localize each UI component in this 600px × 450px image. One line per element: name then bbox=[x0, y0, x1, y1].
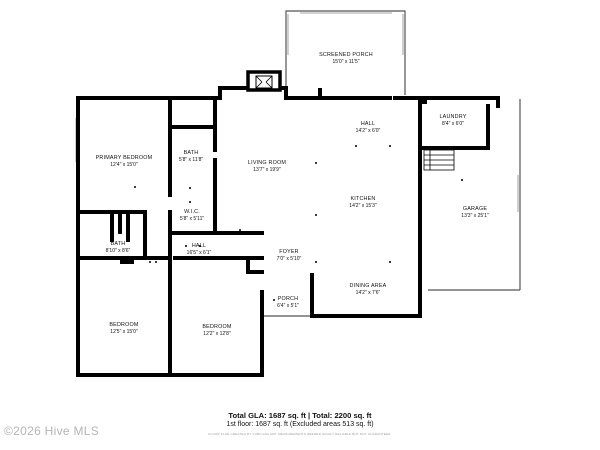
room-label-bath-primary: BATH 5'8" x 11'8" bbox=[179, 150, 203, 163]
window-markers bbox=[75, 12, 519, 376]
plan-credit: FLOOR PLAN CREATED BY CUBICASA APP. MEAS… bbox=[208, 432, 392, 436]
room-label-hall-bed: HALL 16'5" x 6'1" bbox=[187, 243, 212, 256]
room-dimensions: 14'2" x 7'6" bbox=[355, 289, 381, 296]
room-dimensions: 16'5" x 6'1" bbox=[186, 249, 212, 256]
room-dimensions: 7'0" x 5'10" bbox=[276, 255, 302, 262]
room-name: DINING AREA bbox=[349, 283, 387, 289]
room-name: BEDROOM bbox=[109, 322, 139, 328]
room-label-dining-area: DINING AREA 14'2" x 7'6" bbox=[350, 283, 387, 296]
room-name: PORCH bbox=[277, 296, 299, 302]
floor-area-detail: 1st floor: 1687 sq. ft (Excluded areas 5… bbox=[226, 421, 374, 428]
total-area-summary: Total GLA: 1687 sq. ft | Total: 2200 sq.… bbox=[228, 411, 372, 420]
room-label-primary-bedroom: PRIMARY BEDROOM 12'4" x 15'0" bbox=[96, 155, 153, 168]
room-dimensions: 13'3" x 25'1" bbox=[461, 212, 489, 219]
room-label-bedroom-left: BEDROOM 12'5" x 15'0" bbox=[109, 322, 138, 335]
room-name: GARAGE bbox=[462, 206, 488, 212]
room-dimensions: 15'0" x 11'5" bbox=[332, 58, 360, 65]
room-dimensions: 14'2" x 6'0" bbox=[355, 127, 381, 134]
room-name: W.I.C. bbox=[184, 209, 200, 215]
room-name: BEDROOM bbox=[202, 324, 232, 330]
room-label-garage: GARAGE 13'3" x 25'1" bbox=[461, 206, 488, 219]
room-label-living-room: LIVING ROOM 13'7" x 19'9" bbox=[248, 160, 286, 173]
room-dimensions: 12'2" x 12'8" bbox=[203, 330, 231, 337]
room-label-wic: W.I.C. 5'8" x 5'11" bbox=[180, 209, 204, 222]
room-label-kitchen: KITCHEN 14'2" x 15'3" bbox=[349, 196, 376, 209]
room-name: LAUNDRY bbox=[439, 114, 467, 120]
room-dimensions: 8'10" x 8'6" bbox=[105, 247, 131, 254]
room-name: HALL bbox=[191, 243, 207, 249]
mls-watermark: ©2026 Hive MLS bbox=[4, 424, 100, 438]
room-name: KITCHEN bbox=[350, 196, 376, 202]
room-dimensions: 13'7" x 19'9" bbox=[253, 166, 281, 173]
room-name: FOYER bbox=[279, 249, 299, 255]
room-dimensions: 5'8" x 5'11" bbox=[179, 215, 205, 222]
room-label-porch: PORCH 6'4" x 5'1" bbox=[277, 296, 299, 309]
room-label-foyer: FOYER 7'0" x 5'10" bbox=[277, 249, 302, 262]
room-name: HALL bbox=[360, 121, 376, 127]
room-dimensions: 14'2" x 15'3" bbox=[349, 202, 377, 209]
room-name: SCREENED PORCH bbox=[319, 52, 373, 58]
room-name: BATH bbox=[110, 241, 126, 247]
walls bbox=[76, 86, 500, 377]
room-label-bath-hall: BATH 8'10" x 8'6" bbox=[106, 241, 131, 254]
room-name: BATH bbox=[183, 150, 199, 156]
room-label-bedroom-right: BEDROOM 12'2" x 12'8" bbox=[202, 324, 231, 337]
thin-walls bbox=[261, 10, 521, 317]
room-name: PRIMARY BEDROOM bbox=[95, 155, 153, 161]
steps-icon bbox=[423, 149, 455, 171]
room-dimensions: 12'4" x 15'0" bbox=[110, 161, 138, 168]
room-label-hall-top: HALL 14'2" x 6'0" bbox=[356, 121, 381, 134]
room-dimensions: 8'4" x 6'0" bbox=[442, 120, 464, 127]
fireplace-icon bbox=[246, 70, 282, 92]
room-label-screened-porch: SCREENED PORCH 15'0" x 11'5" bbox=[319, 52, 373, 65]
room-dimensions: 12'5" x 15'0" bbox=[110, 328, 138, 335]
fixture-dots bbox=[134, 145, 463, 301]
room-label-laundry: LAUNDRY 8'4" x 6'0" bbox=[439, 114, 466, 127]
room-name: LIVING ROOM bbox=[247, 160, 287, 166]
room-dimensions: 6'4" x 5'1" bbox=[277, 302, 299, 309]
room-dimensions: 5'8" x 11'8" bbox=[178, 156, 204, 163]
